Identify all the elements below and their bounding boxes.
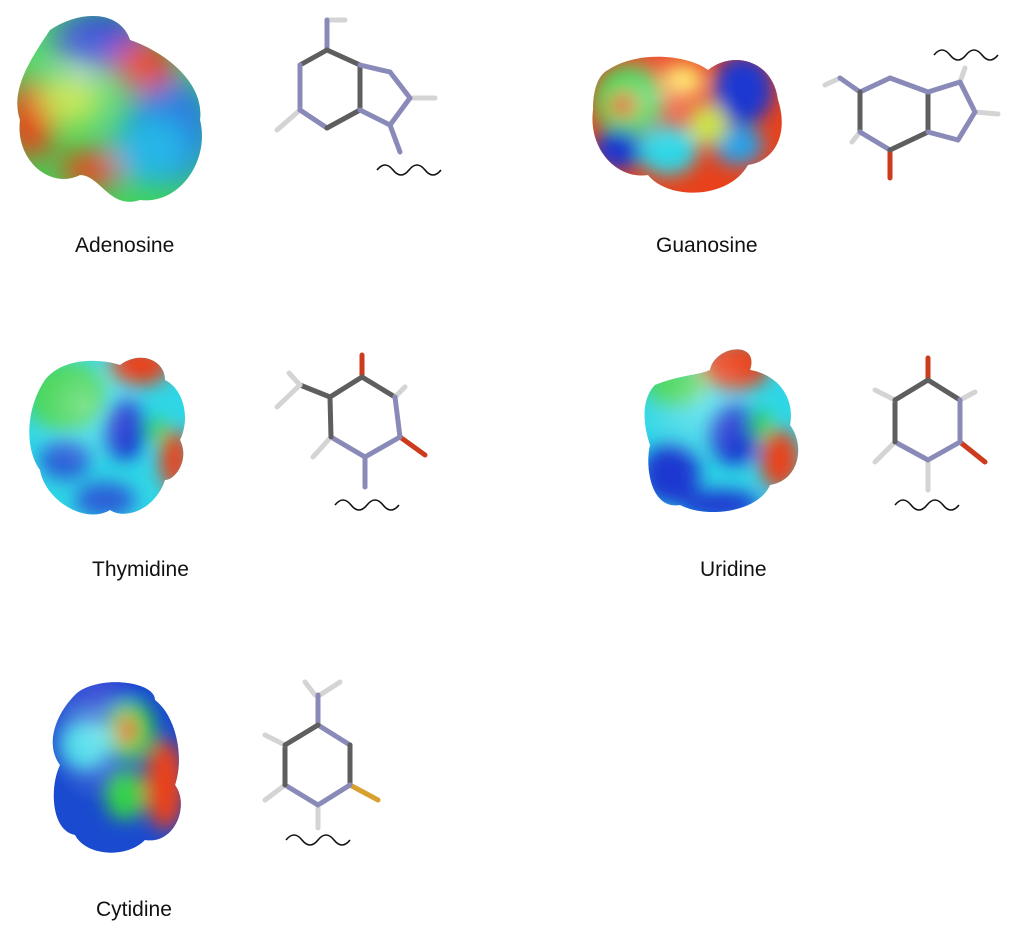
label-adenosine: Adenosine (75, 234, 175, 257)
guanosine-stick-model (822, 49, 1001, 181)
uridine-esp-surface (644, 349, 799, 513)
cytidine-stick-model (262, 679, 381, 846)
attachment-wave (894, 499, 960, 511)
attachment-wave (285, 834, 351, 846)
thymidine-esp-surface (29, 357, 186, 515)
label-guanosine: Guanosine (656, 234, 758, 257)
attachment-wave (933, 49, 999, 61)
cytidine-esp-surface (52, 682, 181, 853)
label-uridine: Uridine (700, 558, 767, 581)
attachment-wave (376, 164, 442, 176)
adenosine-stick-model (274, 17, 442, 176)
label-cytidine: Cytidine (96, 898, 172, 921)
label-thymidine: Thymidine (92, 558, 189, 581)
guanosine-esp-surface (592, 56, 782, 193)
uridine-stick-model (872, 355, 988, 511)
attachment-wave (334, 499, 400, 511)
thymidine-stick-model (274, 352, 428, 511)
adenosine-esp-surface (17, 16, 202, 202)
